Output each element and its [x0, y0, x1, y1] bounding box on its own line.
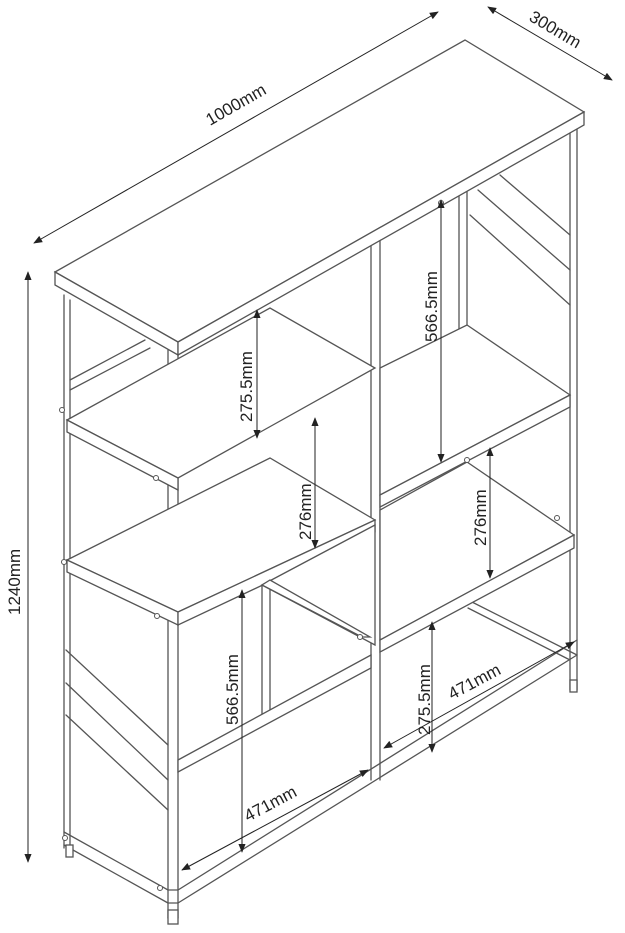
depth-label: 300mm: [526, 7, 584, 52]
left-shelf-3: [177, 653, 372, 774]
depth-dimension-line: [487, 6, 613, 81]
top-board: [53, 39, 586, 343]
width-dimension-line: [33, 11, 439, 244]
left-upper-gap-label: 275.5mm: [237, 351, 256, 422]
left-bottom-width-line: [181, 769, 369, 871]
right-lower-gap-label: 275.5mm: [415, 664, 434, 735]
width-label: 1000mm: [203, 80, 270, 129]
left-middle-gap-label: 276mm: [296, 483, 315, 540]
right-upper-gap-label: 566.5mm: [422, 271, 441, 342]
height-label: 1240mm: [5, 549, 24, 615]
right-bottom-width-line: [383, 641, 575, 749]
shelf-boards: [53, 39, 586, 774]
right-middle-gap-label: 276mm: [471, 489, 490, 546]
dimension-lines: [24, 6, 613, 871]
left-lower-gap-label: 566.5mm: [223, 654, 242, 725]
